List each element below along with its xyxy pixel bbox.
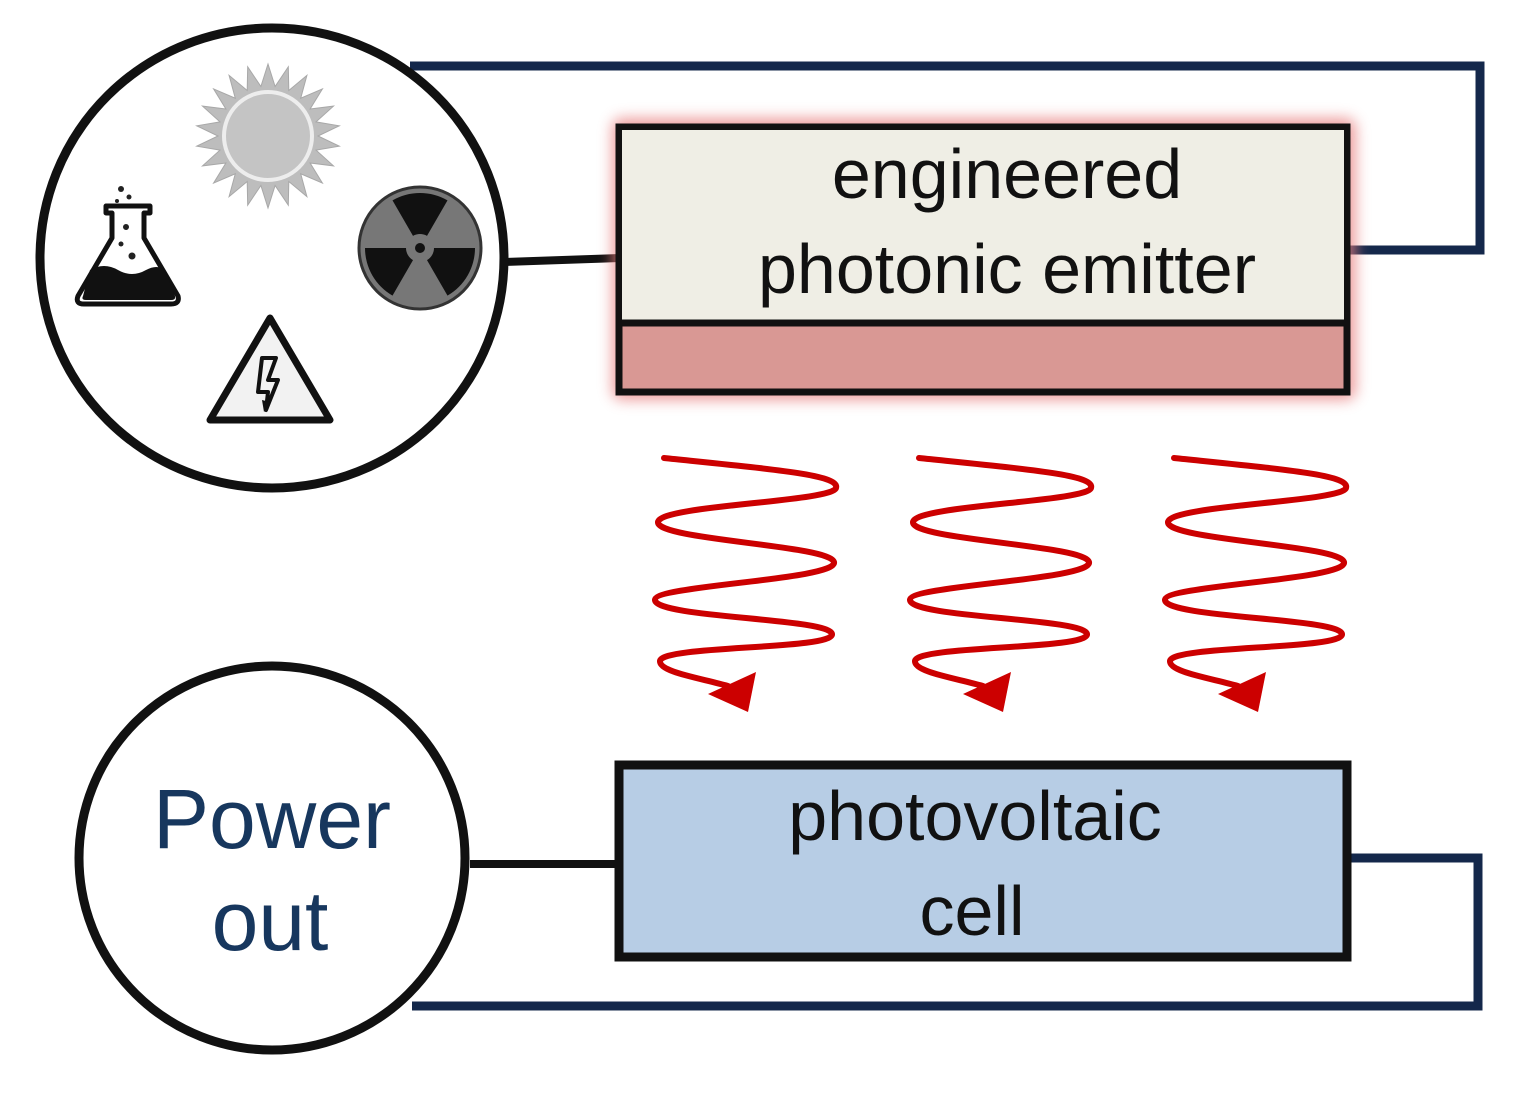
sun-icon xyxy=(195,62,341,210)
photon-arrowhead xyxy=(963,672,1011,712)
emitter-base-layer xyxy=(619,324,1347,392)
photon-wave xyxy=(651,455,840,689)
power-label-line2: out xyxy=(212,874,329,968)
cell-label-line2: cell xyxy=(919,872,1024,950)
energy-source-circle xyxy=(35,23,509,493)
photon-arrowhead xyxy=(708,672,756,712)
bottom-return-wire xyxy=(412,853,1483,1011)
radiation-icon xyxy=(357,185,483,311)
photon-waves xyxy=(651,455,1350,712)
photon-wave-arrow xyxy=(651,455,840,712)
photon-wave-arrow xyxy=(906,455,1095,712)
emitter-label-line2: photonic emitter xyxy=(758,230,1256,308)
power-label-line1: Power xyxy=(153,772,391,866)
source-to-emitter-wire xyxy=(504,254,621,266)
top-return-wire xyxy=(410,61,1485,255)
photonic-emitter: engineered photonic emitter xyxy=(612,118,1356,400)
photon-wave xyxy=(906,455,1095,689)
photon-wave-arrow xyxy=(1161,455,1350,712)
photon-wave xyxy=(1161,455,1350,689)
high-voltage-icon xyxy=(206,314,334,424)
flask-icon xyxy=(74,186,181,307)
photon-arrowhead xyxy=(1218,672,1266,712)
photovoltaic-cell: photovoltaic cell xyxy=(614,760,1352,962)
cell-label-line1: photovoltaic xyxy=(788,777,1162,855)
power-out-circle: Power out xyxy=(74,661,470,1055)
emitter-label-line1: engineered xyxy=(832,135,1182,213)
